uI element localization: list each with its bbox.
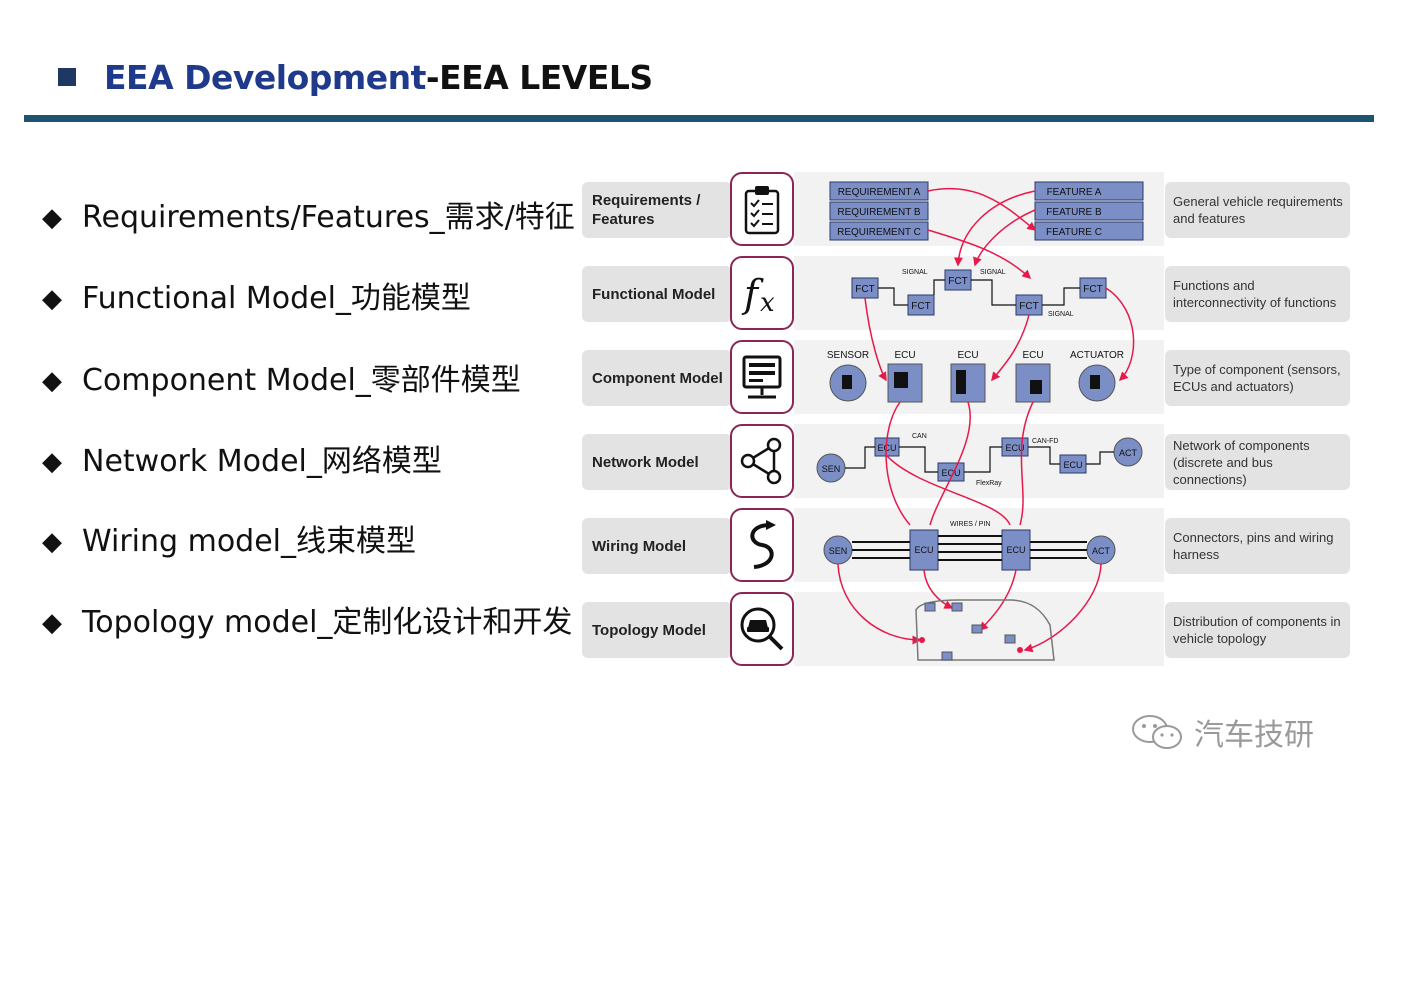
svg-text:ECU: ECU [914, 545, 933, 555]
requirement-box: REQUIREMENT C [829, 221, 929, 241]
fct-box: FCT [851, 277, 879, 299]
svg-text:FCT: FCT [1019, 301, 1038, 312]
page-title: EEA Development-EEA LEVELS [58, 52, 653, 102]
wires-label: WIRES / PIN [950, 521, 990, 528]
fct-box: FCT [907, 294, 935, 316]
level-description: Connectors, pins and wiring harness [1165, 518, 1350, 574]
svg-text:REQUIREMENT B: REQUIREMENT B [837, 207, 920, 218]
title-square-icon [58, 68, 76, 86]
network-nodes-icon [730, 424, 794, 498]
diagram-detail-overlay: REQUIREMENT A REQUIREMENT B REQUIREMENT … [816, 181, 1144, 661]
component-label: SENSOR [827, 350, 869, 361]
diamond-bullet-icon: ◆ [42, 284, 62, 314]
bus-label: CAN-FD [1032, 438, 1058, 445]
car-magnifier-icon [730, 592, 794, 666]
svg-text:REQUIREMENT C: REQUIREMENT C [837, 227, 921, 238]
svg-text:FCT: FCT [855, 284, 874, 295]
wire-cable-icon [730, 508, 794, 582]
fct-box: FCT [1015, 294, 1043, 316]
feature-box: FEATURE C [1034, 221, 1144, 241]
component-label: ECU [957, 350, 978, 361]
wiring-ecu-box: ECU [1001, 529, 1031, 571]
component-label: ECU [1022, 350, 1043, 361]
level-content [794, 424, 1164, 498]
svg-text:FEATURE B: FEATURE B [1046, 207, 1102, 218]
svg-text:FCT: FCT [911, 301, 930, 312]
level-label: Functional Model [582, 266, 732, 322]
bullet-item: ◆ Component Model_零部件模型 [42, 363, 521, 398]
svg-text:FEATURE A: FEATURE A [1047, 187, 1102, 198]
function-fx-icon: f x [730, 256, 794, 330]
svg-text:ECU: ECU [1005, 443, 1024, 453]
bullet-item: ◆ Wiring model_线束模型 [42, 524, 417, 559]
component-label: ECU [894, 350, 915, 361]
svg-text:ECU: ECU [1006, 545, 1025, 555]
level-label: Topology Model [582, 602, 732, 658]
level-description: Network of components (discrete and bus … [1165, 434, 1350, 490]
watermark-text: 汽车技研 [1194, 718, 1314, 753]
wechat-logo-icon [1132, 715, 1182, 749]
requirement-box: REQUIREMENT A [829, 181, 929, 201]
level-label: Wiring Model [582, 518, 732, 574]
vehicle-topology-car [915, 599, 1055, 661]
diamond-bullet-icon: ◆ [42, 527, 62, 557]
bullet-item: ◆ Network Model_网络模型 [42, 444, 442, 479]
svg-text:ECU: ECU [1063, 460, 1082, 470]
svg-text:ACT: ACT [1092, 546, 1111, 556]
title-part1: EEA Development [104, 57, 426, 97]
requirement-box: REQUIREMENT B [829, 201, 929, 221]
level-description: General vehicle requirements and feature… [1165, 182, 1350, 238]
svg-text:ECU: ECU [877, 443, 896, 453]
fct-box: FCT [944, 269, 972, 291]
title-divider [24, 115, 1374, 122]
level-label: Requirements / Features [582, 182, 732, 238]
diamond-bullet-icon: ◆ [42, 608, 62, 638]
level-description: Distribution of components in vehicle to… [1165, 602, 1350, 658]
network-ecu-box: ECU [1001, 437, 1029, 457]
svg-text:FCT: FCT [948, 276, 967, 287]
svg-text:REQUIREMENT A: REQUIREMENT A [838, 187, 921, 198]
bullet-item: ◆ Functional Model_功能模型 [42, 281, 471, 316]
feature-box: FEATURE B [1034, 201, 1144, 221]
svg-text:x: x [760, 288, 775, 318]
bus-label: CAN [912, 433, 927, 440]
component-label: ACTUATOR [1070, 350, 1124, 361]
svg-text:FEATURE C: FEATURE C [1046, 227, 1102, 238]
svg-text:SEN: SEN [822, 464, 841, 474]
title-part2: -EEA LEVELS [425, 57, 653, 97]
svg-text:FCT: FCT [1083, 284, 1102, 295]
svg-text:ECU: ECU [941, 468, 960, 478]
level-description: Functions and interconnectivity of funct… [1165, 266, 1350, 322]
svg-text:SEN: SEN [829, 546, 848, 556]
level-label: Component Model [582, 350, 732, 406]
bus-label: FlexRay [976, 480, 1002, 487]
diamond-bullet-icon: ◆ [42, 366, 62, 396]
feature-box: FEATURE A [1034, 181, 1144, 201]
bullet-item: ◆ Requirements/Features_需求/特征 [42, 200, 575, 235]
level-label: Network Model [582, 434, 732, 490]
signal-label: SIGNAL [902, 269, 928, 276]
diamond-bullet-icon: ◆ [42, 447, 62, 477]
fct-box: FCT [1079, 277, 1107, 299]
watermark: 汽车技研 [1130, 712, 1314, 753]
wiring-ecu-box: ECU [909, 529, 939, 571]
signal-label: SIGNAL [1048, 311, 1074, 318]
diamond-bullet-icon: ◆ [42, 203, 62, 233]
bullet-item: ◆ Topology model_定制化设计和开发 [42, 605, 573, 640]
signal-label: SIGNAL [980, 269, 1006, 276]
level-row-network: Network Model Network of components (dis… [580, 422, 1355, 498]
svg-text:ACT: ACT [1119, 448, 1138, 458]
network-ecu-box: ECU [1059, 454, 1087, 474]
monitor-device-icon [730, 340, 794, 414]
level-row-topology: Topology Model Distribution of component… [580, 590, 1355, 666]
clipboard-checklist-icon [730, 172, 794, 246]
level-description: Type of component (sensors, ECUs and act… [1165, 350, 1350, 406]
